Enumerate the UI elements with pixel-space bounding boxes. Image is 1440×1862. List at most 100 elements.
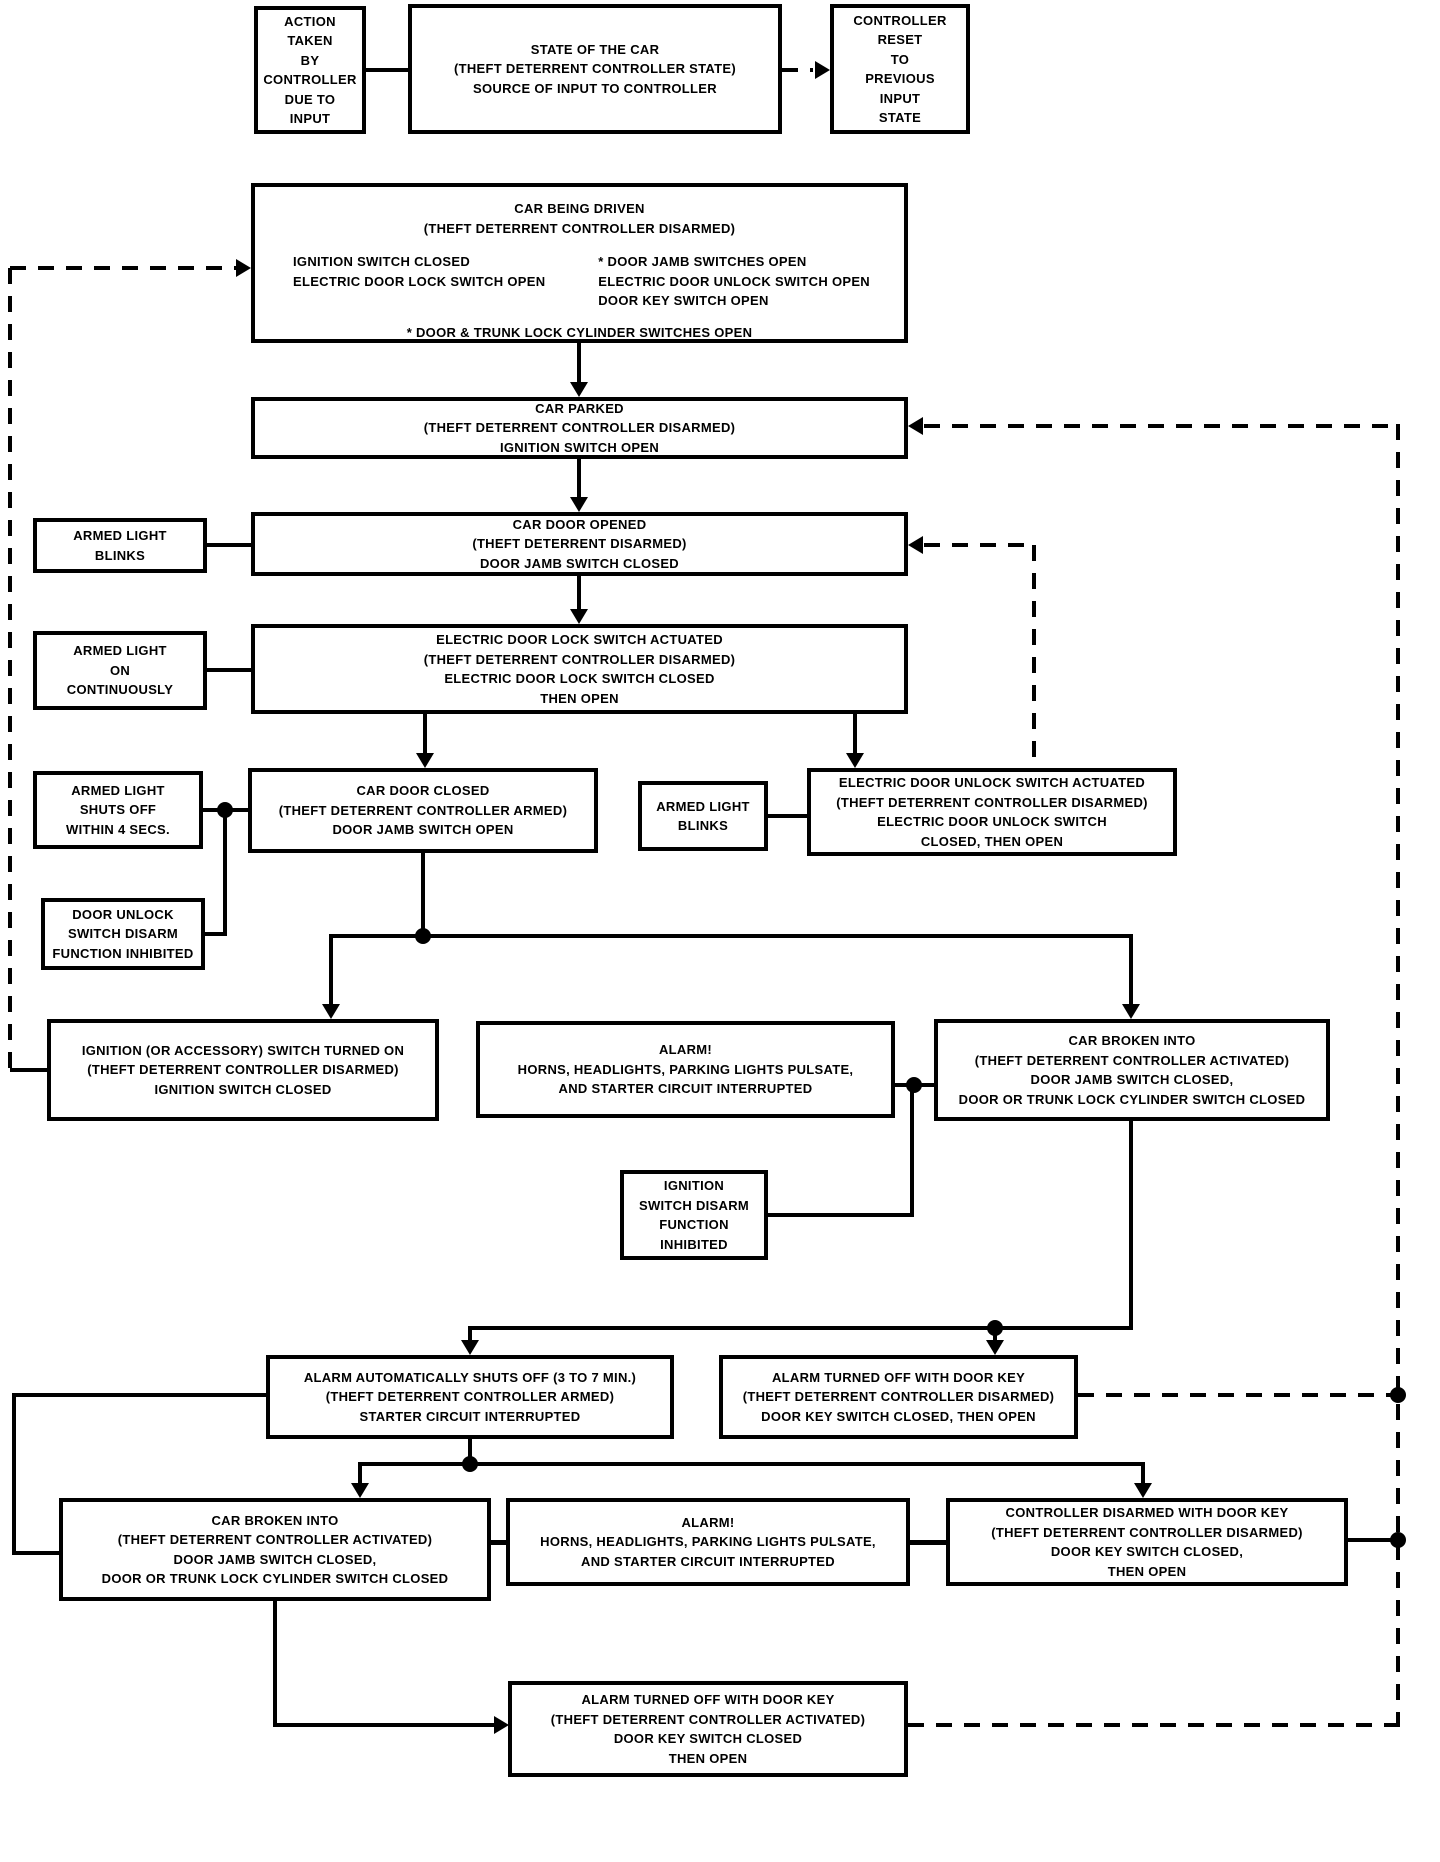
edge-unlock-feedback-vertical-dashed [1032,545,1036,768]
node-ignition-switch-turned-on: IGNITION (OR ACCESSORY) SWITCH TURNED ON… [47,1019,439,1121]
edge-to-controller-disarmed [1141,1462,1145,1484]
text-line: CONTROLLER DISARMED WITH DOOR KEY [1005,1505,1289,1520]
text-line: (THEFT DETERRENT CONTROLLER DISARMED) [991,1524,1303,1540]
edge-armed-light-on [207,668,251,672]
edge-driven-to-parked [577,343,581,383]
edge-left-loop-top-dashed [10,266,236,270]
arrowhead-into-alarm-auto [461,1340,479,1355]
text-line: ALARM AUTOMATICALLY SHUTS OFF (3 TO 7 MI… [303,1369,637,1385]
text-line: HORNS, HEADLIGHTS, PARKING LIGHTS PULSAT… [540,1534,876,1550]
text-line: ALARM! [681,1514,735,1530]
arrowhead-into-door-opened-right [908,536,923,554]
text-line: CAR BEING DRIVEN [514,201,645,216]
text-line: (THEFT DETERRENT CONTROLLER DISARMED) [423,420,736,436]
edge-left-loop-vertical-dashed [8,268,12,1070]
text-line: DOOR UNLOCK [72,906,174,922]
edge-armed-light-blinks-2 [768,814,807,818]
edge-controller-disarmed-right [1348,1538,1400,1542]
edge-bottom-box-right-dashed [908,1723,1400,1727]
edge-into-broken2-left [12,1551,59,1555]
edge-state-to-reset-dashed [782,68,813,72]
text-line: ELECTRIC DOOR UNLOCK SWITCH [877,814,1107,829]
text-line: DOOR JAMB SWITCH CLOSED, [173,1551,377,1567]
text-line: ACTION [284,13,336,29]
text-line: ELECTRIC DOOR LOCK SWITCH CLOSED [444,671,715,686]
arrowhead-into-unlock-actuated [846,753,864,768]
arrowhead-into-car-parked-right [908,417,923,435]
text-line: INPUT [289,111,331,126]
edge-parked-to-door-opened [577,459,581,498]
text-line: (THEFT DETERRENT CONTROLLER STATE) [454,61,736,77]
arrowhead-into-alarm-off-disarmed [986,1340,1004,1355]
edge-to-ignition-on [329,934,333,1005]
text-line: CAR BROKEN INTO [211,1512,339,1528]
edge-distribution-1 [331,934,1131,938]
edge-distribution-2 [470,1326,1131,1330]
arrowhead-into-car-broken-1 [1122,1004,1140,1019]
text-line: IGNITION SWITCH CLOSED [293,254,471,269]
node-car-door-closed: CAR DOOR CLOSED(THEFT DETERRENT CONTROLL… [248,768,598,853]
text-line: CONTROLLER [853,12,947,28]
text-line: DOOR JAMB SWITCH OPEN [332,822,514,838]
text-line: * DOOR JAMB SWITCHES OPEN [598,254,807,269]
text-line: AND STARTER CIRCUIT INTERRUPTED [558,1081,813,1097]
node-car-broken-into-1: CAR BROKEN INTO(THEFT DETERRENT CONTROLL… [934,1019,1330,1121]
edge-unlock-disarm-elbow [205,932,225,936]
text-line: (THEFT DETERRENT CONTROLLER ACTIVATED) [974,1052,1290,1068]
node-state-of-car: STATE OF THE CAR (THEFT DETERRENT CONTROL… [408,4,782,134]
arrowhead-into-car-being-driven [236,259,251,277]
edge-broken2-to-bottom-box [273,1723,494,1727]
junction-dot-alarm1 [906,1077,922,1093]
edge-alarm-off-disarmed-dashed [1078,1393,1400,1397]
edge-action-to-state [366,68,408,72]
text-line: (THEFT DETERRENT CONTROLLER DISARMED) [423,651,736,667]
text-line: ELECTRIC DOOR UNLOCK SWITCH OPEN [598,273,870,289]
edge-lock-to-unlock [853,714,857,754]
node-car-door-opened: CAR DOOR OPENED(THEFT DETERRENT DISARMED… [251,512,908,576]
edge-to-alarm-auto [468,1326,472,1341]
edge-alarm-auto-left [12,1393,266,1397]
text-line: DOOR JAMB SWITCH CLOSED, [1030,1072,1234,1087]
text-line: STARTER CIRCUIT INTERRUPTED [359,1408,581,1424]
edge-broken2-to-alarm2 [491,1540,506,1545]
text-line: (THEFT DETERRENT CONTROLLER DISARMED) [742,1389,1055,1405]
text-line: BLINKS [94,547,146,563]
text-line: DOOR JAMB SWITCH CLOSED [479,555,679,571]
node-car-parked: CAR PARKED(THEFT DETERRENT CONTROLLER DI… [251,397,908,459]
text-line: STATE OF THE CAR [530,41,660,57]
text-line: BY [300,52,320,68]
text-line: TO [890,51,910,67]
edge-ignition-disarm-elbow [768,1213,914,1217]
text-line: (THEFT DETERRENT CONTROLLER DISARMED) [87,1062,399,1078]
text-line: (THEFT DETERRENT CONTROLLER DISARMED) [423,220,736,236]
text-line: ARMED LIGHT [73,643,167,659]
text-line: RESET [877,32,923,47]
node-car-broken-into-2: CAR BROKEN INTO(THEFT DETERRENT CONTROLL… [59,1498,491,1601]
edge-to-broken2 [358,1462,362,1484]
text-line: IGNITION [663,1178,725,1193]
text-line: IGNITION (OR ACCESSORY) SWITCH TURNED ON [81,1042,405,1058]
edge-door-closed-down [421,853,425,938]
text-line: SWITCH DISARM [638,1197,750,1213]
edge-right-rail-dashed [1396,424,1400,1727]
edge-to-car-broken-1 [1129,934,1133,1005]
text-line: CONTROLLER [263,72,357,87]
edge-alarm2-to-controller-disarmed [910,1540,946,1545]
edge-alarm-auto-left-vertical [12,1393,16,1555]
edge-lock-to-door-closed [423,714,427,754]
text-line: ELECTRIC DOOR LOCK SWITCH OPEN [293,273,546,289]
text-line: CAR DOOR OPENED [512,516,647,532]
edge-unlock-feedback-horizontal-dashed [924,543,1034,547]
edge-right-rail-top-dashed [924,424,1400,428]
text-line: IGNITION SWITCH CLOSED [154,1081,332,1097]
arrowhead-into-door-closed [416,753,434,768]
edge-door-opened-to-lock [577,576,581,610]
text-line: (THEFT DETERRENT CONTROLLER ARMED) [325,1389,615,1405]
edge-alarm-auto-down [468,1439,472,1464]
text-line: CONTINUOUSLY [66,682,174,698]
text-line: TAKEN [287,33,333,48]
car-being-driven-title: CAR BEING DRIVEN (THEFT DETERRENT CONTROL… [275,199,884,238]
arrowhead-into-controller-disarmed [1134,1483,1152,1498]
